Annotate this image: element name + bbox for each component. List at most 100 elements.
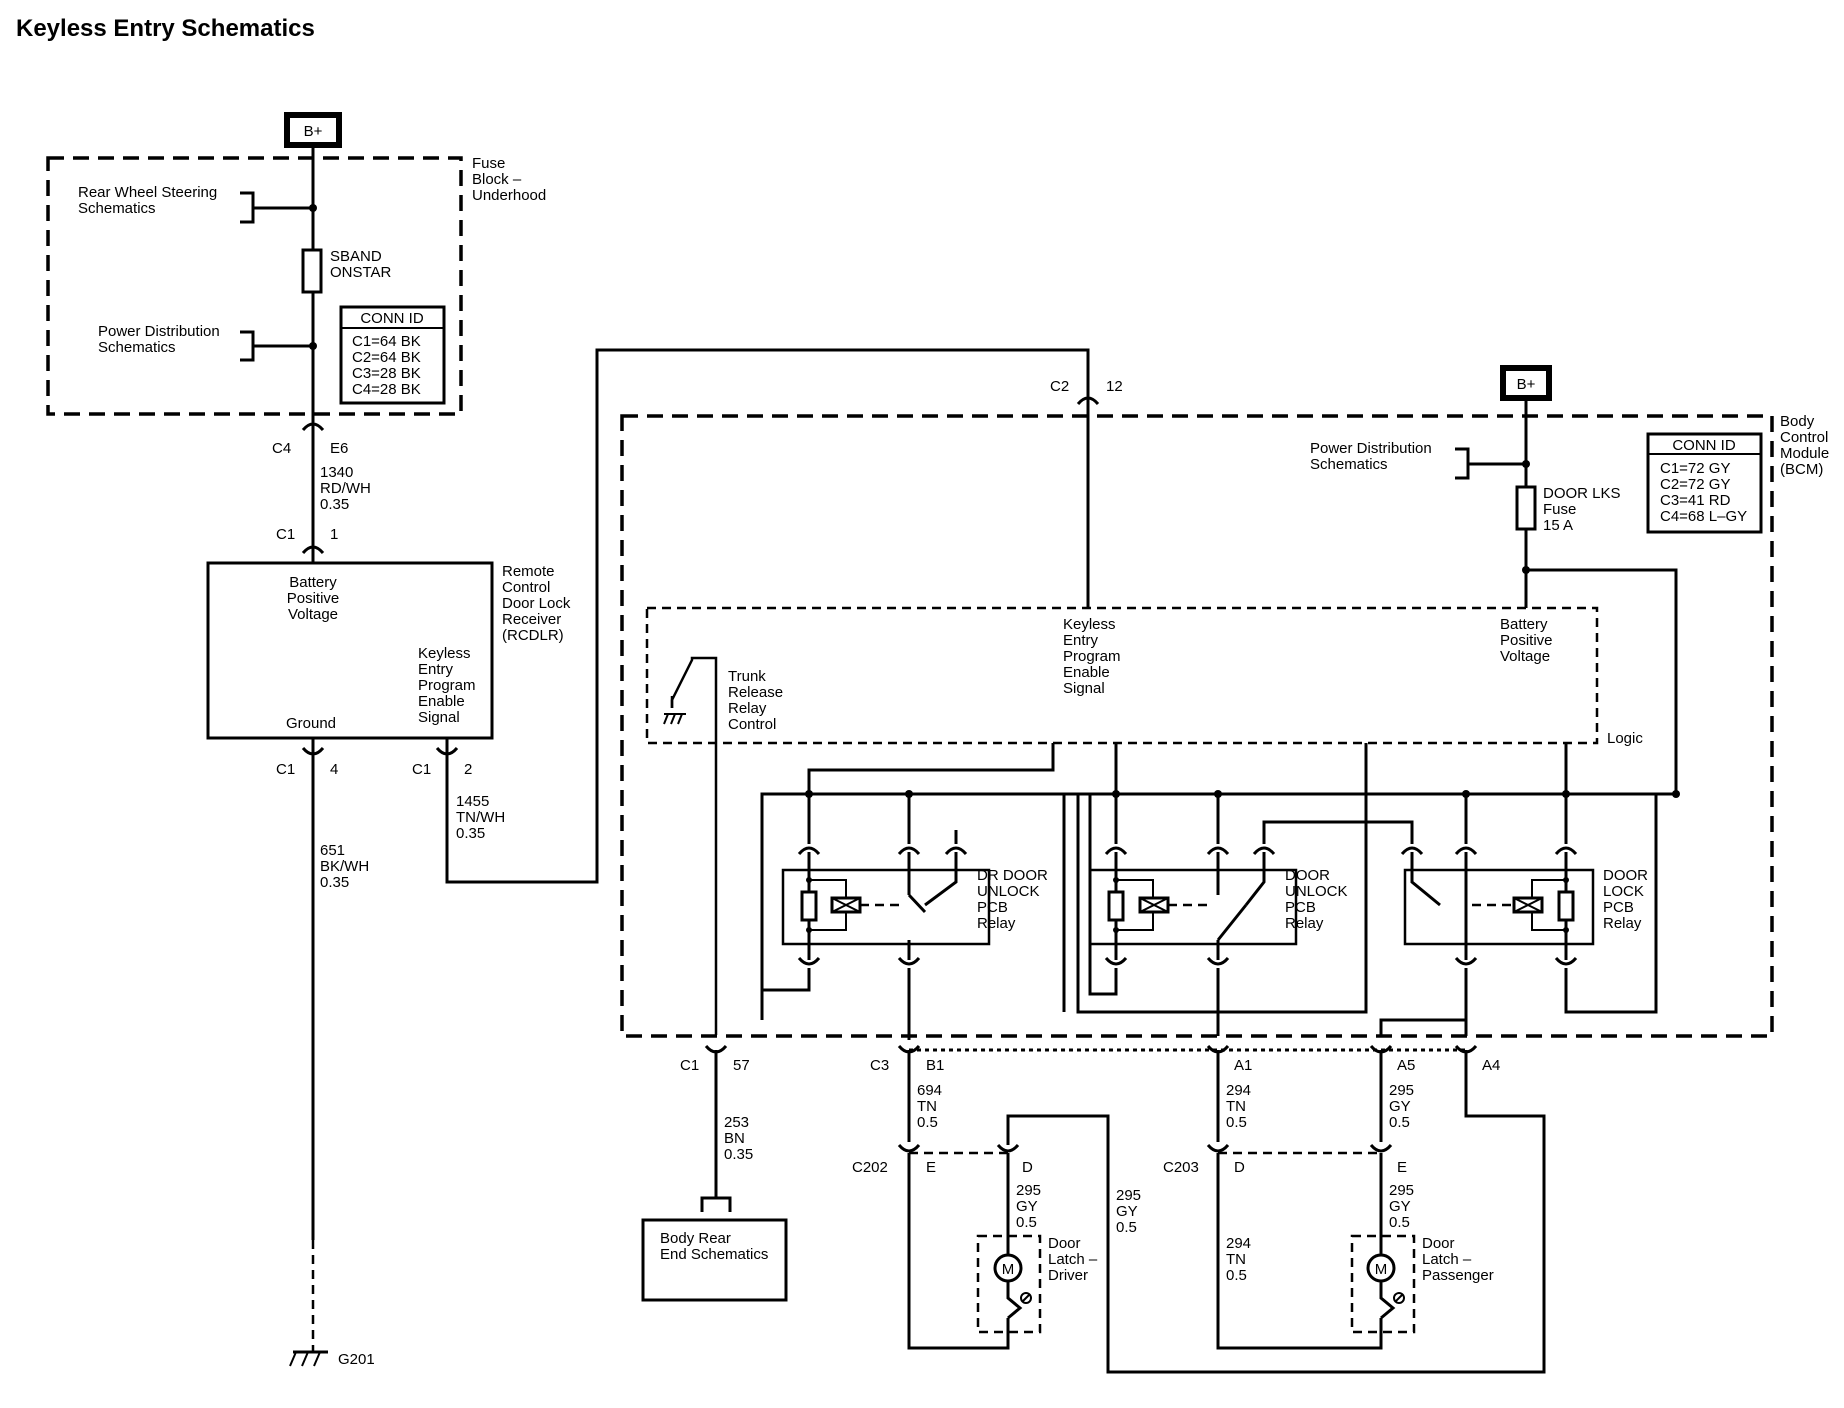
svg-text:Release: Release: [728, 684, 783, 701]
svg-text:1: 1: [330, 526, 338, 543]
svg-text:Battery: Battery: [1500, 616, 1548, 633]
page-title: Keyless Entry Schematics: [16, 15, 315, 42]
relay-dr-door-unlock: DR DOOR UNLOCK PCB Relay: [781, 794, 1048, 966]
svg-text:Schematics: Schematics: [98, 339, 176, 356]
svg-text:Program: Program: [1063, 648, 1121, 665]
svg-text:Relay: Relay: [977, 915, 1016, 932]
wire-295-passenger: 295 GY 0.5: [1389, 1182, 1414, 1231]
svg-text:C2=72 GY: C2=72 GY: [1660, 476, 1730, 493]
logic-block: [645, 606, 1599, 745]
svg-text:TN/WH: TN/WH: [456, 809, 505, 826]
svg-text:12: 12: [1106, 378, 1123, 395]
svg-text:Relay: Relay: [728, 700, 767, 717]
svg-text:C4=68 L–GY: C4=68 L–GY: [1660, 508, 1747, 525]
svg-text:GY: GY: [1389, 1198, 1411, 1215]
motor-driver: M: [1002, 1261, 1015, 1278]
svg-text:Keyless: Keyless: [1063, 616, 1116, 633]
svg-text:2: 2: [464, 761, 472, 778]
svg-text:0.35: 0.35: [456, 825, 485, 842]
svg-text:GY: GY: [1116, 1203, 1138, 1220]
svg-text:Rear Wheel Steering: Rear Wheel Steering: [78, 184, 217, 201]
svg-text:294: 294: [1226, 1235, 1251, 1252]
svg-text:LOCK: LOCK: [1603, 883, 1644, 900]
svg-text:C4: C4: [272, 440, 291, 457]
svg-text:A5: A5: [1397, 1057, 1415, 1074]
trunk-release-switch: [663, 656, 718, 1035]
svg-text:Battery: Battery: [289, 574, 337, 591]
svg-text:C2=64 BK: C2=64 BK: [352, 349, 421, 366]
svg-text:295: 295: [1116, 1187, 1141, 1204]
svg-text:TN: TN: [1226, 1098, 1246, 1115]
svg-text:C3=28 BK: C3=28 BK: [352, 365, 421, 382]
svg-text:Receiver: Receiver: [502, 611, 561, 628]
wire-keyless-signal: [445, 348, 1090, 884]
wire-295-crossover: 295 GY 0.5: [1116, 1187, 1141, 1236]
svg-text:PCB: PCB: [1603, 899, 1634, 916]
svg-text:TN: TN: [917, 1098, 937, 1115]
fuse-block-label: Fuse Block – Underhood: [472, 155, 546, 204]
svg-text:DOOR LKS: DOOR LKS: [1543, 485, 1621, 502]
svg-text:A1: A1: [1234, 1057, 1252, 1074]
power-distribution-ref-right: Power Distribution Schematics: [1310, 440, 1530, 480]
svg-text:694: 694: [917, 1082, 942, 1099]
rcdlr-ground-pin: Ground: [286, 715, 336, 732]
svg-text:15 A: 15 A: [1543, 517, 1573, 534]
power-distribution-ref-left: Power Distribution Schematics: [98, 323, 317, 362]
wire-651: 651 BK/WH 0.35: [320, 842, 369, 891]
svg-text:Entry: Entry: [1063, 632, 1099, 649]
svg-text:0.5: 0.5: [917, 1114, 938, 1131]
svg-text:CONN ID: CONN ID: [360, 310, 424, 327]
connector-rcdlr-c1-4: C1 4: [276, 738, 338, 778]
fuse-sband-onstar: SBAND ONSTAR: [301, 248, 392, 294]
rcdlr-label: Remote Control Door Lock Receiver (RCDLR…: [502, 563, 571, 644]
svg-text:0.5: 0.5: [1389, 1114, 1410, 1131]
svg-text:0.35: 0.35: [724, 1146, 753, 1163]
connector-rcdlr-c1-2: C1 2: [412, 738, 472, 778]
body-rear-end-ref: Body Rear End Schematics: [641, 1218, 788, 1302]
svg-text:D: D: [1022, 1159, 1033, 1176]
svg-text:ONSTAR: ONSTAR: [330, 264, 392, 281]
svg-text:0.5: 0.5: [1226, 1267, 1247, 1284]
svg-text:295: 295: [1389, 1082, 1414, 1099]
connector-c4-e6: C4 E6: [272, 420, 348, 457]
svg-text:Door: Door: [1422, 1235, 1455, 1252]
svg-text:57: 57: [733, 1057, 750, 1074]
svg-text:651: 651: [320, 842, 345, 859]
svg-text:0.35: 0.35: [320, 496, 349, 513]
svg-text:(BCM): (BCM): [1780, 461, 1823, 478]
logic-keyless-pin: Keyless Entry Program Enable Signal: [1063, 616, 1121, 697]
svg-text:Positive: Positive: [287, 590, 340, 607]
svg-text:TN: TN: [1226, 1251, 1246, 1268]
svg-text:Relay: Relay: [1285, 915, 1324, 932]
svg-text:Door: Door: [1048, 1235, 1081, 1252]
svg-text:End Schematics: End Schematics: [660, 1246, 768, 1263]
svg-text:Body Rear: Body Rear: [660, 1230, 731, 1247]
rcdlr-battery-pin: Battery Positive Voltage: [287, 574, 340, 623]
svg-text:C3=41 RD: C3=41 RD: [1660, 492, 1731, 509]
logic-label: Logic: [1607, 730, 1643, 747]
wire-294-a1: 294 TN 0.5: [1226, 1082, 1251, 1131]
fuse-block-outline: [46, 156, 463, 416]
svg-text:Voltage: Voltage: [288, 606, 338, 623]
svg-text:Fuse: Fuse: [1543, 501, 1576, 518]
svg-text:UNLOCK: UNLOCK: [977, 883, 1040, 900]
svg-text:4: 4: [330, 761, 338, 778]
conn-id-bcm: CONN ID C1=72 GY C2=72 GY C3=41 RD C4=68…: [1646, 432, 1763, 534]
connector-c2-12: C2 12: [1050, 378, 1123, 410]
svg-text:GY: GY: [1389, 1098, 1411, 1115]
svg-text:Signal: Signal: [418, 709, 460, 726]
svg-text:SBAND: SBAND: [330, 248, 382, 265]
door-latch-passenger: M Door Latch – Passenger: [1350, 1234, 1494, 1334]
svg-text:Module: Module: [1780, 445, 1829, 462]
svg-text:Entry: Entry: [418, 661, 454, 678]
svg-text:C1: C1: [276, 761, 295, 778]
ground-g201: G201: [289, 1350, 375, 1368]
svg-text:295: 295: [1389, 1182, 1414, 1199]
connector-c202: C202 E D: [852, 1143, 1033, 1176]
bcm-outline: [620, 414, 1774, 1038]
svg-text:0.35: 0.35: [320, 874, 349, 891]
motor-passenger: M: [1375, 1261, 1388, 1278]
b-plus-right: B+: [1500, 365, 1552, 401]
svg-text:G201: G201: [338, 1351, 375, 1368]
svg-text:C4=28 BK: C4=28 BK: [352, 381, 421, 398]
